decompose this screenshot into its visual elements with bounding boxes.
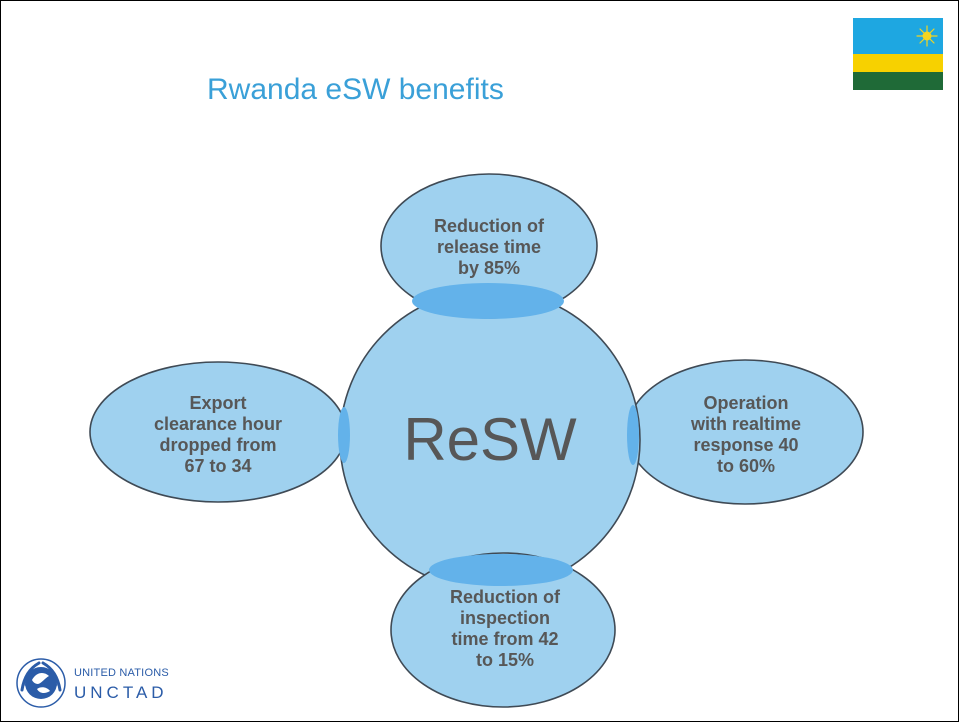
node-bottom-label: Reduction of inspection time from 42 to … [450, 587, 560, 670]
overlap-bottom [429, 554, 573, 586]
node-top-label: Reduction of release time by 85% [434, 215, 544, 278]
node-right-label: Operation with realtime response 40 to 6… [690, 393, 802, 476]
logo-line-2: UNCTAD [74, 683, 168, 702]
node-bottom-ellipse [390, 552, 616, 708]
overlap-right [627, 405, 639, 465]
rwanda-flag-icon [853, 18, 943, 90]
flag-sun-icon [916, 25, 938, 47]
united-nations-emblem-icon [16, 658, 66, 708]
node-left-label: Export clearance hour dropped from 67 to… [153, 393, 283, 476]
flag-yellow-band [853, 54, 943, 72]
slide-title: Rwanda eSW benefits [207, 73, 504, 106]
flag-green-band [853, 72, 943, 90]
center-label: ReSW [403, 406, 577, 473]
logo-line-1: UNITED NATIONS [74, 667, 169, 679]
overlap-top [412, 283, 564, 319]
overlap-left [338, 407, 350, 463]
